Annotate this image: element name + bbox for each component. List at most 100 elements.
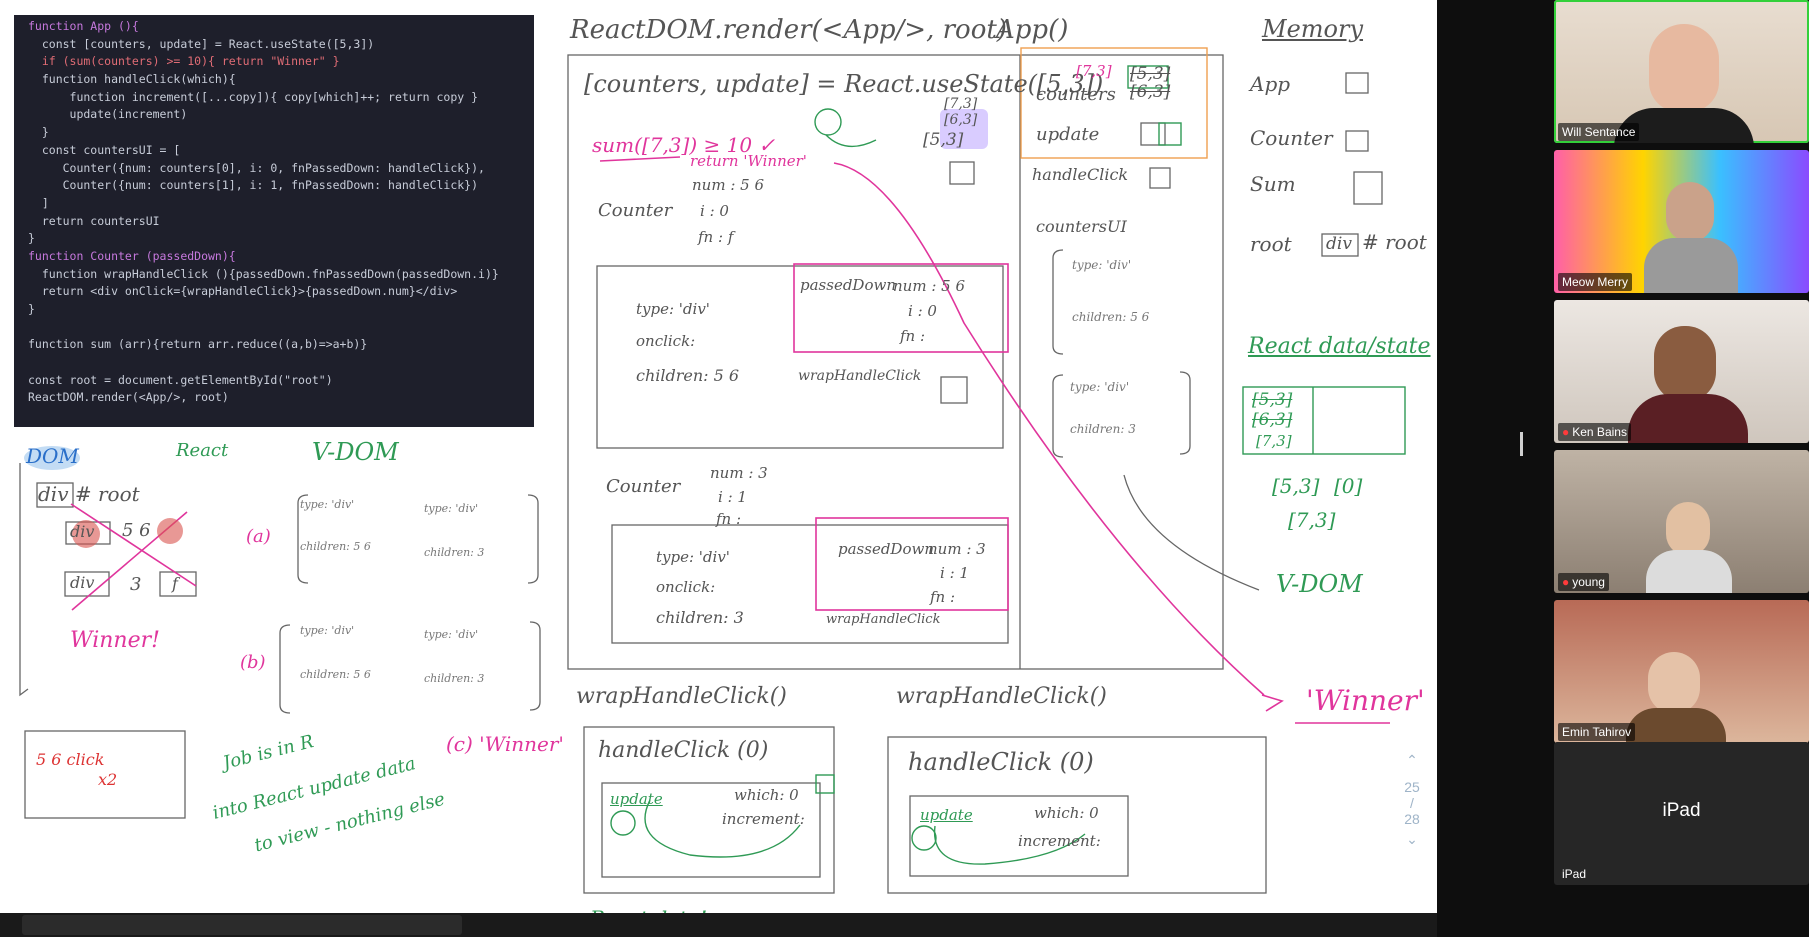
- whiteboard-canvas[interactable]: function App (){ const [counters, update…: [0, 0, 1437, 937]
- memory-div-label: div: [1326, 234, 1352, 254]
- participant-video: [1666, 182, 1714, 242]
- countersui-node-1-children: children: 5 6: [1072, 310, 1150, 324]
- state-53-struck: [5,3]: [1130, 64, 1171, 84]
- passeddown-label-1: passedDown: [800, 276, 896, 294]
- label-c-winner: (c) 'Winner': [446, 732, 564, 756]
- num-key: num: [893, 277, 927, 295]
- num-key: num: [710, 464, 744, 482]
- vdom-node-2-onclick: onclick:: [656, 578, 716, 596]
- panel-resize-handle[interactable]: [1520, 432, 1523, 456]
- winner-right-label: 'Winner': [1306, 684, 1425, 717]
- wraphandleclick-call-1: wrapHandleClick(): [576, 684, 787, 709]
- passeddown2-i: i : 1: [940, 564, 969, 582]
- participant-name: ●Ken Bains: [1558, 423, 1631, 441]
- increment-line-1: increment:: [722, 810, 805, 828]
- participant-gallery: Will Sentance Meow Merry ●Ken Bains ●you…: [1554, 0, 1809, 937]
- participant-tile[interactable]: ●Ken Bains: [1554, 300, 1809, 443]
- dom-heading: DOM: [26, 444, 79, 468]
- participant-tile[interactable]: iPad iPad: [1554, 742, 1809, 885]
- react-state-copy: [5,3]: [1272, 474, 1320, 498]
- memory-counter-label: Counter: [1250, 126, 1333, 150]
- i-value: 0: [927, 302, 937, 320]
- i-value: 0: [719, 202, 729, 220]
- react-arrow-label: React: [176, 440, 229, 461]
- vdom-b2-children: children: 3: [424, 672, 485, 685]
- which-line-1: which: 0: [734, 786, 799, 804]
- increment-line-2: increment:: [1018, 832, 1101, 850]
- num-key: num: [928, 540, 962, 558]
- vdom-right-label: V-DOM: [1276, 570, 1363, 598]
- vdom-a1-children: children: 5 6: [300, 540, 371, 553]
- page-up-icon[interactable]: ⌃: [1406, 752, 1418, 768]
- dom-div-2: div: [70, 573, 95, 592]
- code-line: function handleClick(which){: [28, 72, 236, 87]
- memory-app-label: App: [1250, 72, 1291, 96]
- passeddown2-num: num : 3: [928, 540, 986, 558]
- handleclick-call-1: handleClick (0): [598, 738, 769, 763]
- handleclick-call-2: handleClick (0): [908, 748, 1094, 776]
- counter-label-1: Counter: [598, 200, 673, 221]
- usestate-line: [counters, update] = React.useState([5,3…: [584, 70, 1104, 98]
- code-line: ]: [28, 195, 49, 210]
- app-call-label: App(): [996, 15, 1069, 45]
- page-total: 28: [1404, 811, 1420, 827]
- react-data-state-heading: React data/state: [1248, 334, 1431, 359]
- code-line: }: [28, 302, 35, 316]
- react-state-index: [0]: [1334, 474, 1363, 498]
- vdom-node-2-children: children: 3: [656, 608, 744, 627]
- vdom-a2-children: children: 3: [424, 546, 485, 559]
- code-line: }: [28, 231, 35, 246]
- dom-div-1: div: [70, 522, 95, 541]
- participant-tile[interactable]: ●young: [1554, 450, 1809, 593]
- vdom-a1-type: type: 'div': [300, 498, 355, 511]
- react-state-63: [6,3]: [1252, 410, 1293, 430]
- wraphandleclick-label-1: wrapHandleClick: [798, 368, 922, 384]
- page-down-icon[interactable]: ⌄: [1406, 831, 1418, 847]
- return-winner: return 'Winner': [690, 152, 807, 170]
- participant-body: [1644, 238, 1738, 293]
- dom-value-b: 3: [130, 574, 142, 595]
- counter-label-2: Counter: [606, 476, 681, 497]
- code-line: const [counters, update] = React.useStat…: [28, 36, 375, 51]
- countersui-node-2-children: children: 3: [1070, 422, 1136, 436]
- sum-condition: sum([7,3]) ≥ 10 ✓: [592, 133, 776, 157]
- fn-key: fn: [698, 228, 714, 246]
- vdom-b1-type: type: 'div': [300, 624, 355, 637]
- vdom-a2-type: type: 'div': [424, 502, 479, 515]
- memory-root-label: root: [1250, 232, 1292, 256]
- code-line: ReactDOM.render(<App/>, root): [28, 390, 229, 405]
- passeddown2-fn: fn :: [930, 588, 956, 606]
- participant-name: ●young: [1558, 573, 1609, 591]
- i-value: 1: [959, 564, 969, 582]
- code-line: function increment([...copy]){ copy[whic…: [28, 89, 479, 104]
- winner-left-label: Winner!: [70, 628, 160, 653]
- vdom-node-2-type: type: 'div': [656, 548, 730, 566]
- participant-body: [1626, 708, 1726, 743]
- num-value: 3: [758, 464, 768, 482]
- label-a: (a): [246, 526, 271, 547]
- participant-tile[interactable]: Will Sentance: [1554, 0, 1809, 143]
- i-value: 1: [737, 488, 747, 506]
- react-state-73: [7,3]: [1256, 432, 1292, 450]
- dom-fn-box: f: [172, 574, 178, 593]
- vdom-b1-children: children: 5 6: [300, 668, 371, 681]
- i-key: i: [718, 488, 723, 506]
- wraphandleclick-label-2: wrapHandleClick: [826, 612, 941, 627]
- num-value: 5 6: [941, 277, 965, 295]
- update-call-2: update: [920, 806, 973, 824]
- vdom-heading: V-DOM: [312, 438, 399, 466]
- toolbar-strip[interactable]: [22, 915, 462, 935]
- which-line-2: which: 0: [1034, 804, 1099, 822]
- fn-key: fn: [930, 588, 946, 606]
- participant-name: iPad: [1562, 867, 1587, 881]
- dom-value-a: 5 6: [122, 520, 151, 541]
- state-73: [7,3]: [1076, 62, 1112, 80]
- vdom-b2-type: type: 'div': [424, 628, 479, 641]
- participant-tile[interactable]: Emin Tahirov: [1554, 600, 1809, 743]
- vdom-node-1-type: type: 'div': [636, 300, 710, 318]
- memory-title: Memory: [1262, 15, 1364, 43]
- memory-root-hash: # root: [1362, 230, 1427, 254]
- fn-key: fn: [716, 510, 732, 528]
- passeddown1-num: num : 5 6: [893, 277, 965, 295]
- participant-tile[interactable]: Meow Merry: [1554, 150, 1809, 293]
